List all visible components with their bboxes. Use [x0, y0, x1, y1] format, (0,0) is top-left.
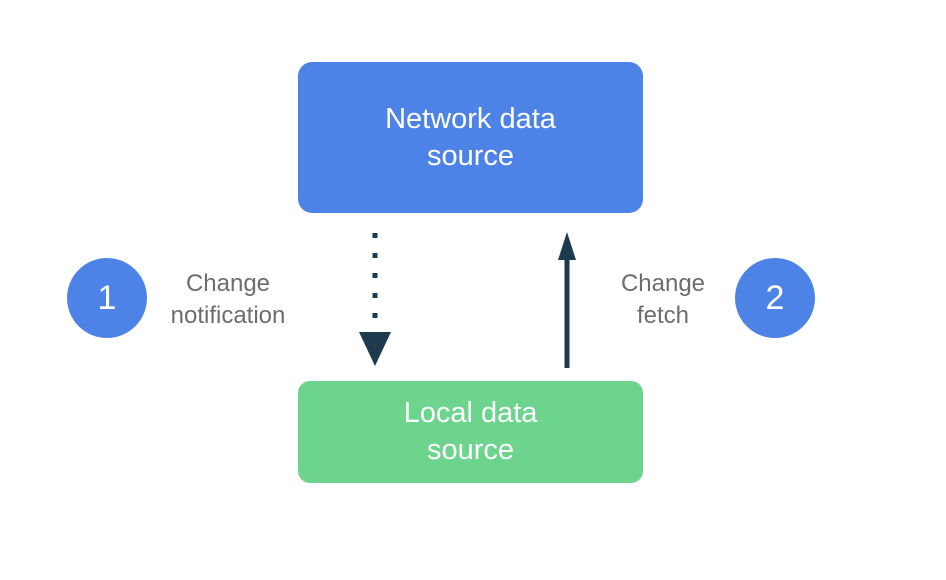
local-box-label-line2: source [426, 434, 515, 466]
local-box-label-line1: Local data [403, 397, 538, 429]
step-2-badge: 2 [735, 258, 815, 338]
step-1-label-line2: notification [170, 302, 286, 329]
step-1-label: Change notification [128, 268, 328, 332]
step-2-label-line1: Change [620, 270, 706, 297]
step-1-number: 1 [97, 278, 117, 317]
step-2-number: 2 [765, 278, 785, 317]
local-data-source-box: Local data source [298, 381, 643, 483]
step-1-badge: 1 [67, 258, 147, 338]
network-data-source-box: Network data source [298, 62, 643, 213]
change-fetch-solid-up-arrow-icon [558, 232, 576, 368]
step-2-label-line2: fetch [636, 302, 690, 329]
step-2-label: Change fetch [583, 268, 743, 332]
change-notification-dotted-down-arrow-icon [359, 233, 391, 366]
step-1-label-line1: Change [185, 270, 271, 297]
network-box-label-line2: source [426, 139, 515, 172]
network-box-label-line1: Network data [385, 102, 556, 135]
